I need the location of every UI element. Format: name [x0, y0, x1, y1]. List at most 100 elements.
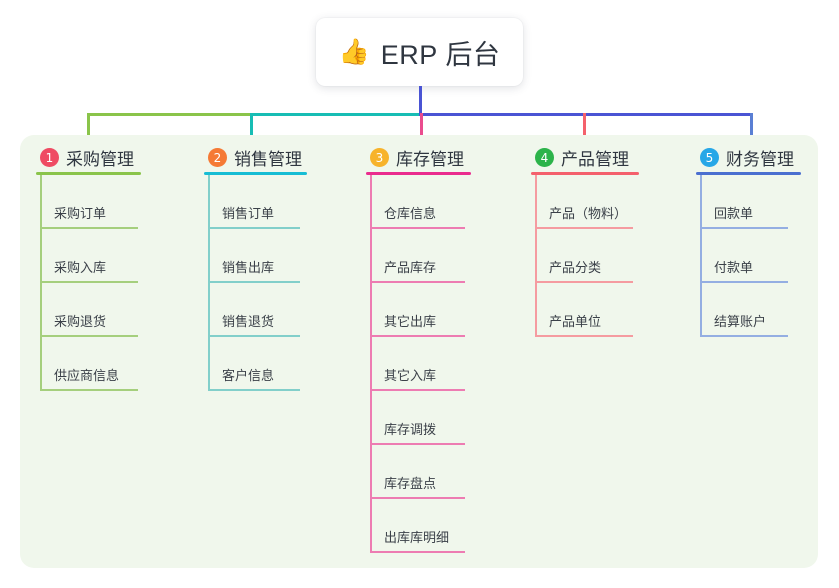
branch-item-underline [208, 335, 300, 337]
branch-item[interactable]: 供应商信息 [40, 337, 138, 391]
branch-underline [204, 172, 307, 175]
branch-title: 采购管理 [66, 150, 134, 169]
branch-item[interactable]: 库存盘点 [370, 445, 465, 499]
branch-item-underline [700, 281, 788, 283]
branch-item[interactable]: 出库库明细 [370, 499, 465, 553]
branch-item-underline [40, 389, 138, 391]
connector-drop-inventory [420, 113, 423, 150]
branch-item-underline [40, 281, 138, 283]
branch-underline [366, 172, 471, 175]
branch-item-underline [370, 443, 465, 445]
branch-title: 产品管理 [561, 150, 629, 169]
branch-title: 库存管理 [396, 150, 464, 169]
branch-item[interactable]: 产品单位 [535, 283, 633, 337]
branch-header-3[interactable]: 3 库存管理 [370, 145, 464, 170]
branch-item[interactable]: 其它出库 [370, 283, 465, 337]
branch-title: 财务管理 [726, 150, 794, 169]
branch-item-label: 结算账户 [714, 314, 767, 329]
branch-header-4[interactable]: 4 产品管理 [535, 145, 629, 170]
branch-item-label: 库存盘点 [384, 476, 437, 491]
branch-item[interactable]: 客户信息 [208, 337, 300, 391]
branch-stem [535, 175, 537, 337]
branch-item-label: 库存调拨 [384, 422, 437, 437]
branch-item-underline [208, 389, 300, 391]
branch-item-label: 产品（物料） [549, 206, 628, 221]
branch-stem [208, 175, 210, 391]
branch-item-label: 供应商信息 [54, 368, 120, 383]
branch-number-badge: 2 [208, 148, 227, 167]
connector-drop-sales [250, 113, 253, 146]
branch-item[interactable]: 销售退货 [208, 283, 300, 337]
branch-item-underline [40, 335, 138, 337]
connector-drop-finance [750, 113, 753, 146]
branch-item[interactable]: 仓库信息 [370, 175, 465, 229]
branch-item[interactable]: 销售订单 [208, 175, 300, 229]
branch-item[interactable]: 采购退货 [40, 283, 138, 337]
branch-item-underline [535, 335, 633, 337]
branch-item-underline [370, 281, 465, 283]
branch-item-label: 出库库明细 [384, 530, 450, 545]
branch-item-label: 仓库信息 [384, 206, 437, 221]
branch-item[interactable]: 回款单 [700, 175, 788, 229]
branch-item-underline [370, 389, 465, 391]
branch-item-label: 产品库存 [384, 260, 437, 275]
branch-stem [370, 175, 372, 553]
root-node[interactable]: 👍 ERP 后台 [316, 18, 523, 86]
branch-title: 销售管理 [234, 150, 302, 169]
branch-item-label: 其它入库 [384, 368, 437, 383]
branch-number-badge: 1 [40, 148, 59, 167]
connector-bar-green [87, 113, 250, 116]
branch-item[interactable]: 采购订单 [40, 175, 138, 229]
branch-header-2[interactable]: 2 销售管理 [208, 145, 302, 170]
connector-bar-teal [250, 113, 422, 116]
thumbs-up-icon: 👍 [338, 37, 370, 66]
branch-item-underline [700, 227, 788, 229]
branch-number-badge: 4 [535, 148, 554, 167]
branch-item[interactable]: 付款单 [700, 229, 788, 283]
branch-item[interactable]: 产品分类 [535, 229, 633, 283]
branch-item-label: 销售退货 [222, 314, 275, 329]
branch-item-underline [370, 227, 465, 229]
branch-item-underline [535, 227, 633, 229]
branch-header-5[interactable]: 5 财务管理 [700, 145, 794, 170]
branch-item-label: 采购入库 [54, 260, 107, 275]
branch-item-underline [370, 335, 465, 337]
branch-item-label: 产品单位 [549, 314, 602, 329]
branch-item-underline [208, 227, 300, 229]
branch-header-1[interactable]: 1 采购管理 [40, 145, 134, 170]
connector-drop-product [583, 113, 586, 146]
branch-item[interactable]: 其它入库 [370, 337, 465, 391]
branch-item-underline [700, 335, 788, 337]
connector-root-stem [419, 86, 422, 114]
branch-number-badge: 5 [700, 148, 719, 167]
branch-number-badge: 3 [370, 148, 389, 167]
branch-item-underline [535, 281, 633, 283]
branch-item-label: 其它出库 [384, 314, 437, 329]
branch-underline [36, 172, 141, 175]
branch-item-underline [370, 551, 465, 553]
branch-underline [696, 172, 801, 175]
branch-item-underline [370, 497, 465, 499]
branch-item[interactable]: 结算账户 [700, 283, 788, 337]
root-title: ERP 后台 [380, 39, 501, 70]
branch-item-underline [40, 227, 138, 229]
branch-item[interactable]: 销售出库 [208, 229, 300, 283]
branch-item-label: 采购订单 [54, 206, 107, 221]
branch-item[interactable]: 库存调拨 [370, 391, 465, 445]
branches-panel [20, 135, 818, 568]
branch-item[interactable]: 产品库存 [370, 229, 465, 283]
branch-item-label: 采购退货 [54, 314, 107, 329]
branch-item-label: 客户信息 [222, 368, 275, 383]
branch-item-label: 付款单 [714, 260, 754, 275]
branch-item-underline [208, 281, 300, 283]
branch-item[interactable]: 产品（物料） [535, 175, 633, 229]
branch-stem [40, 175, 42, 391]
branch-item[interactable]: 采购入库 [40, 229, 138, 283]
branch-item-label: 销售出库 [222, 260, 275, 275]
branch-item-label: 回款单 [714, 206, 754, 221]
connector-drop-purchase [87, 113, 90, 146]
branch-underline [531, 172, 639, 175]
branch-stem [700, 175, 702, 337]
branch-item-label: 销售订单 [222, 206, 275, 221]
